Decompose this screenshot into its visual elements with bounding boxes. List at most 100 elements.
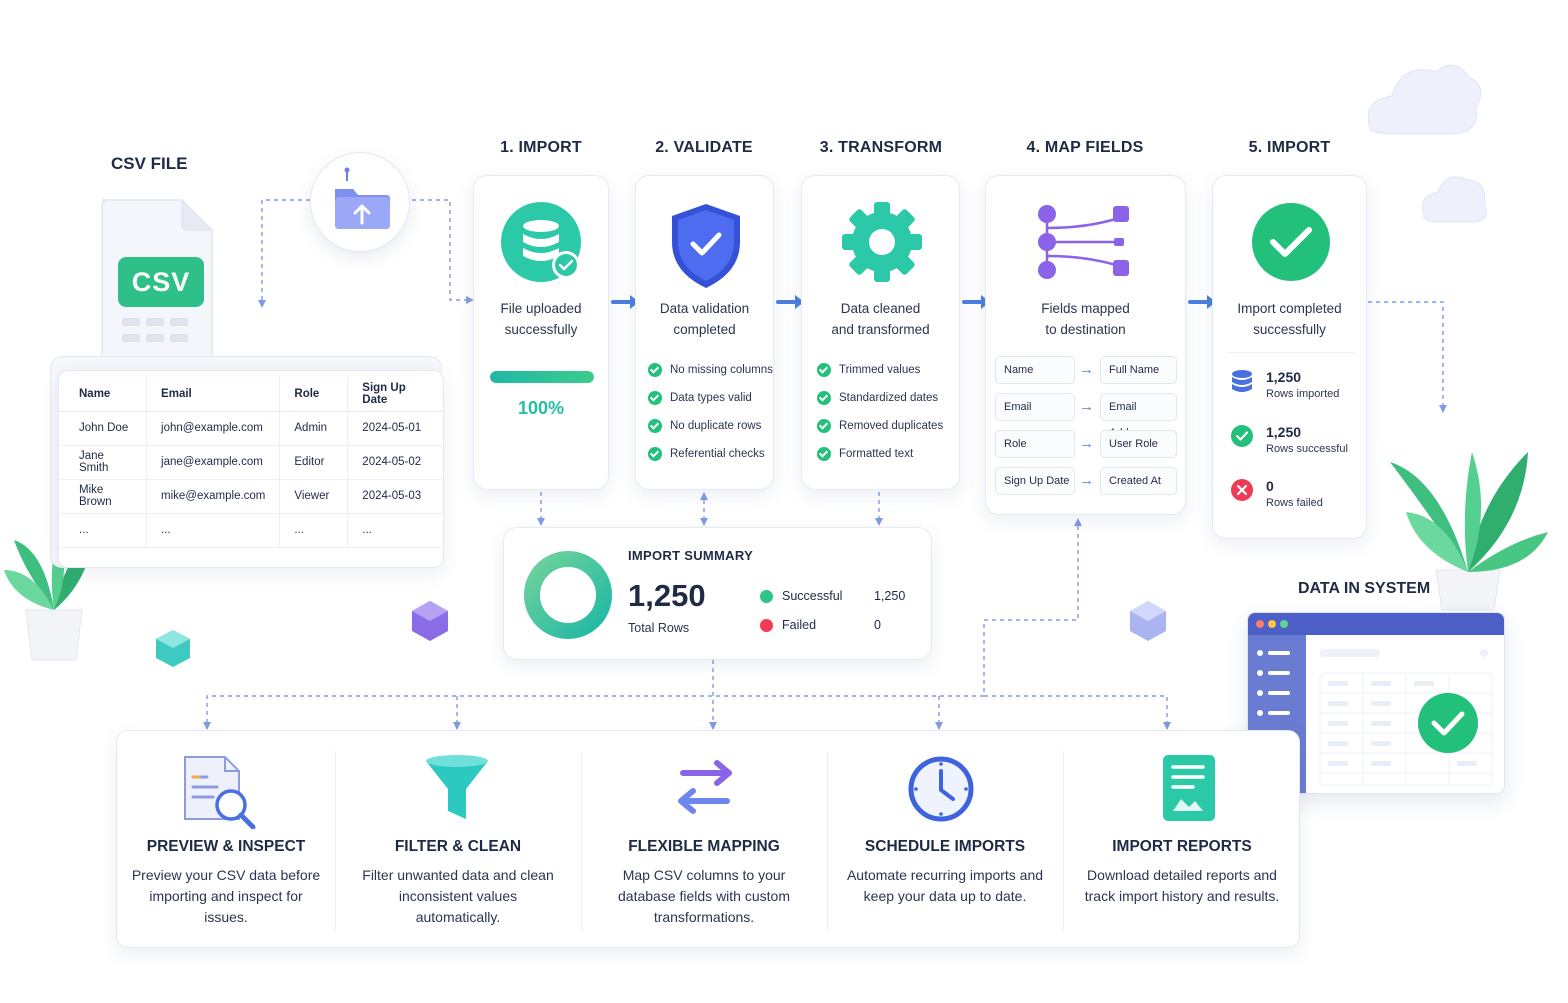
csv-badge: CSV: [118, 257, 204, 307]
step-title: 5. IMPORT: [1248, 139, 1331, 156]
window-dot-icon: [1268, 620, 1276, 628]
summary-total-label: Total Rows: [628, 621, 690, 635]
feature-import-reports: IMPORT REPORTS Download detailed reports…: [1063, 731, 1301, 949]
list-item: No duplicate rows: [648, 412, 773, 440]
check-label: Standardized dates: [839, 392, 939, 404]
stat-label: Rows imported: [1266, 388, 1340, 400]
cube-decoration: [1130, 601, 1166, 641]
table-cell: jane@example.com: [146, 445, 280, 480]
table-header: Role: [279, 377, 348, 412]
window-dot-icon: [1280, 620, 1288, 628]
data-in-system-label: DATA IN SYSTEM: [1298, 580, 1431, 597]
table-row: Mike Brown mike@example.com Viewer 2024-…: [59, 479, 443, 514]
arrow-right-icon: →: [1079, 398, 1094, 415]
table-row: John Doe john@example.com Admin 2024-05-…: [59, 411, 443, 446]
feature-title: IMPORT REPORTS: [1112, 838, 1252, 855]
check-circle-icon: [648, 447, 662, 461]
source-field: Role: [995, 430, 1075, 458]
table-cell: Viewer: [279, 479, 348, 514]
check-label: No duplicate rows: [670, 420, 762, 432]
connector-lines: [206, 199, 1444, 722]
upload-folder-node: [310, 152, 410, 252]
step-title: 4. MAP FIELDS: [1026, 139, 1144, 156]
folder-upload-icon: [335, 167, 390, 229]
stat-label: Rows failed: [1266, 497, 1323, 509]
check-label: No missing columns: [670, 364, 773, 376]
step-desc-line: and transformed: [831, 322, 930, 337]
upload-progress-label: 100%: [517, 398, 565, 418]
swap-arrows-icon: [678, 760, 732, 814]
table-cell: ...: [59, 513, 147, 548]
feature-schedule-imports: SCHEDULE IMPORTS Automate recurring impo…: [827, 731, 1063, 949]
step-card-map-fields: Fields mapped to destination Name → Full…: [985, 175, 1186, 515]
step-desc-line: to destination: [1045, 322, 1126, 337]
table-cell: Jane Smith: [59, 445, 147, 480]
summary-title: IMPORT SUMMARY: [628, 548, 754, 563]
flow-arrow: [1188, 295, 1216, 309]
table-cell: 2024-05-03: [347, 479, 443, 514]
step-title: 1. IMPORT: [500, 139, 582, 156]
step-desc-line: Import completed: [1237, 301, 1342, 316]
cloud-icon: [1367, 64, 1482, 135]
table-cell: Admin: [279, 411, 348, 446]
table-header: Name: [59, 377, 147, 412]
step-card-validate: Data validation completed No missing col…: [635, 175, 774, 490]
feature-title: FILTER & CLEAN: [394, 838, 522, 855]
table-cell: ...: [347, 513, 443, 548]
failed-value: 0: [874, 618, 881, 632]
step-card-final-import: Import completed successfully 1,250 Rows…: [1212, 175, 1367, 539]
table-cell: John Doe: [59, 411, 147, 446]
check-label: Removed duplicates: [839, 420, 944, 432]
gear-icon: [842, 202, 922, 282]
database-check-icon: [501, 202, 581, 282]
upload-progress-bar: [490, 371, 594, 383]
step-desc-line: successfully: [504, 322, 578, 337]
mapping-nodes-icon: [1038, 205, 1129, 279]
success-dot-icon: [760, 590, 773, 603]
table-cell: 2024-05-02: [347, 445, 443, 480]
check-circle-icon: [1231, 425, 1253, 447]
list-item: Removed duplicates: [817, 412, 943, 440]
check-label: Data types valid: [670, 392, 752, 404]
list-item: Referential checks: [648, 440, 773, 468]
step-desc-line: Data cleaned: [840, 301, 921, 316]
step-desc-line: completed: [673, 322, 736, 337]
csv-file-label: CSV FILE: [111, 154, 188, 173]
step-title: 3. TRANSFORM: [819, 139, 943, 156]
feature-title: SCHEDULE IMPORTS: [864, 838, 1026, 855]
upload-progress-fill: [490, 371, 594, 383]
report-document-icon: [1163, 755, 1215, 821]
plant-decoration: [1390, 452, 1548, 611]
clock-icon: [908, 756, 974, 822]
check-circle-icon: [817, 419, 831, 433]
check-circle-icon: [1252, 203, 1330, 281]
target-field: Email Address: [1100, 393, 1177, 439]
csv-table-card: Name Email Role Sign Up Date John Doe jo…: [58, 370, 444, 568]
stat-value: 1,250: [1266, 369, 1302, 385]
table-cell: 2024-05-01: [347, 411, 443, 446]
stat-value: 1,250: [1266, 424, 1302, 440]
table-cell: ...: [279, 513, 348, 548]
list-item: No missing columns: [648, 356, 773, 384]
divider: [827, 751, 828, 931]
validation-checklist: No missing columns Data types valid No d…: [648, 356, 773, 468]
feature-filter-clean: FILTER & CLEAN Filter unwanted data and …: [335, 731, 581, 949]
window-titlebar: [1248, 613, 1504, 635]
error-circle-icon: [1231, 479, 1253, 501]
target-field: User Role: [1100, 430, 1177, 458]
failed-dot-icon: [760, 619, 773, 632]
table-header-row: Name Email Role Sign Up Date: [59, 377, 443, 412]
table-row: ... ... ... ...: [59, 513, 443, 548]
table-cell: mike@example.com: [146, 479, 280, 514]
features-panel: PREVIEW & INSPECT Preview your CSV data …: [116, 730, 1300, 948]
source-field: Sign Up Date: [995, 467, 1075, 495]
stat-label: Rows successful: [1266, 443, 1348, 455]
table-cell: john@example.com: [146, 411, 280, 446]
arrow-right-icon: →: [1079, 435, 1094, 452]
success-value: 1,250: [874, 589, 906, 603]
summary-total: 1,250: [628, 578, 706, 613]
check-label: Trimmed values: [839, 364, 921, 376]
check-label: Formatted text: [839, 448, 914, 460]
check-circle-icon: [648, 363, 662, 377]
